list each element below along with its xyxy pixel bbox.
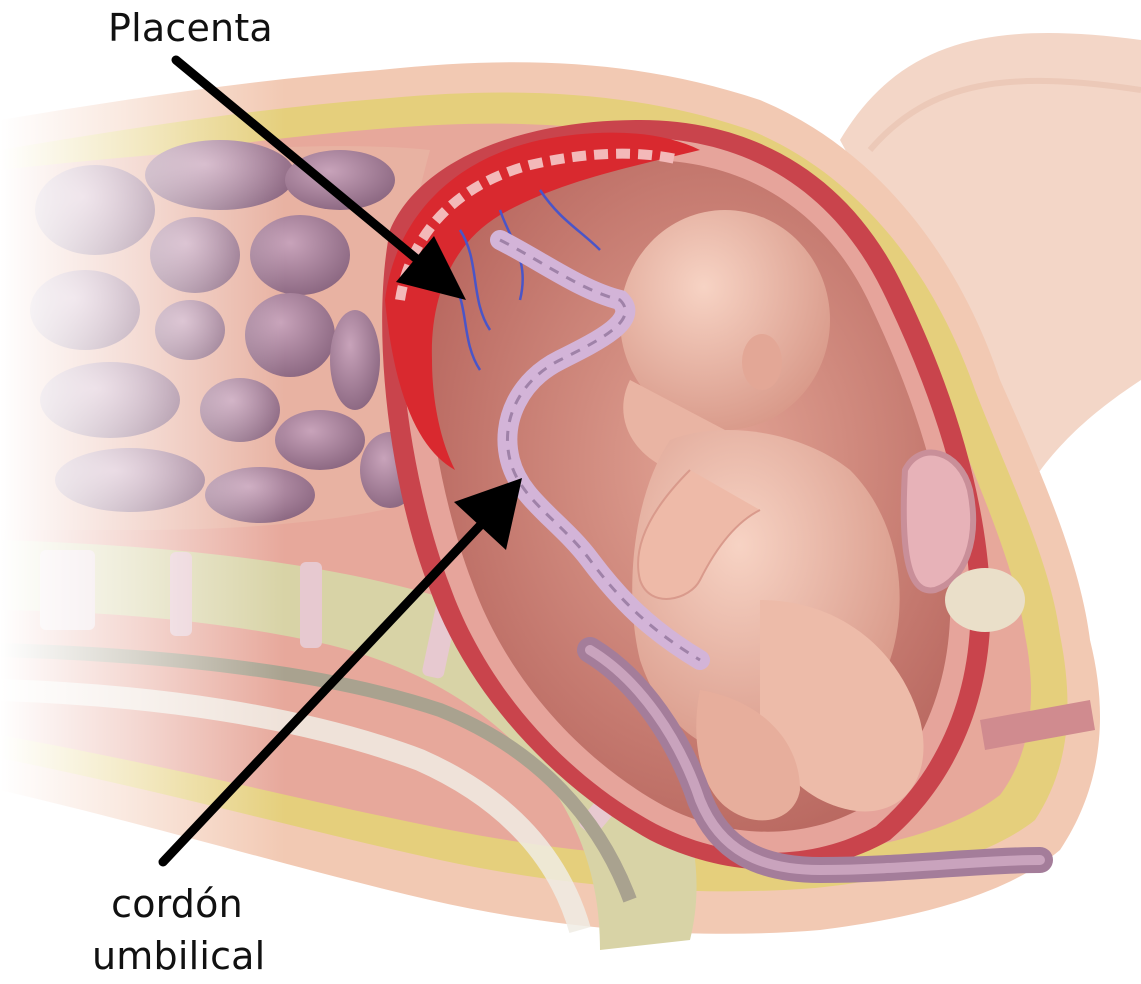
umbilical-cord-label-line1: cordón	[92, 878, 262, 930]
placenta-label: Placenta	[108, 8, 273, 50]
umbilical-cord-label: cordón umbilical	[92, 878, 262, 982]
umbilical-cord-label-line2: umbilical	[92, 930, 262, 982]
